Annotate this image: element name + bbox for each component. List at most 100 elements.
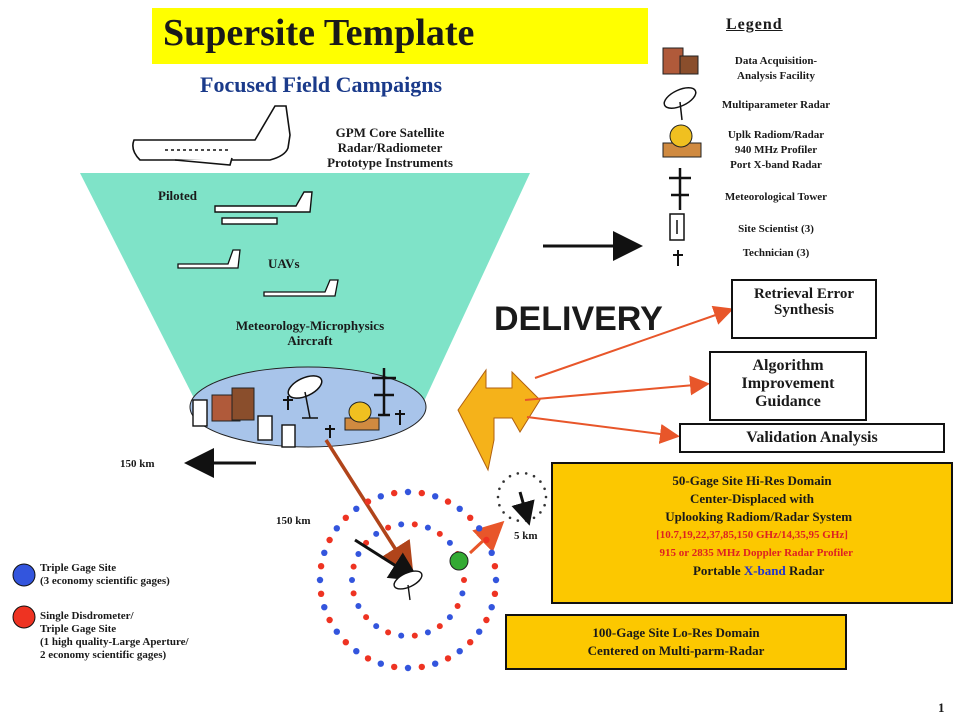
gage-dot xyxy=(456,648,463,655)
gage-dot xyxy=(317,590,325,597)
gage-dot xyxy=(446,539,453,546)
radiometer-icon xyxy=(344,401,380,431)
page-title: Supersite Template xyxy=(163,12,475,54)
uavs-label: UAVs xyxy=(268,256,300,271)
gage50-text: 50-Gage Site Hi-Res Domain xyxy=(672,473,832,488)
gage-dot xyxy=(404,488,412,496)
gage-dot xyxy=(436,530,443,537)
legend-scientist-icon xyxy=(669,213,685,241)
gage50-text:  Portable X-band Radar xyxy=(553,562,951,580)
delivery-arrow xyxy=(457,368,541,472)
gage-dot xyxy=(467,639,474,646)
retrieval-error-box: Retrieval Error Synthesis xyxy=(731,279,877,339)
gage-dot xyxy=(454,603,461,609)
uav-2-icon xyxy=(263,279,339,297)
gage-dot xyxy=(483,616,490,624)
gage-dot xyxy=(342,639,349,646)
gage50-box: 50-Gage Site Hi-Res Domain Center-Displa… xyxy=(551,462,953,604)
gage-dot xyxy=(432,660,439,667)
gage-dot xyxy=(333,525,340,532)
piloted-label: Piloted xyxy=(158,188,197,203)
gage-dot xyxy=(424,629,431,636)
gage100-text: Centered on Multi-parm-Radar xyxy=(587,643,765,658)
note-text: (3 economy scientific gages) xyxy=(40,575,170,587)
page-number: 1 xyxy=(938,700,945,715)
legend-heading: Legend xyxy=(726,16,783,33)
gage-dot xyxy=(446,614,453,621)
gage-dot xyxy=(321,549,328,556)
satellite-label: GPM Core Satellite Radar/Radiometer Prot… xyxy=(300,125,480,170)
gage50-text: Center-Displaced with xyxy=(689,491,815,506)
legend-tower-icon xyxy=(669,168,691,210)
legend-text: Port X-band Radar xyxy=(730,159,822,171)
gage-dot xyxy=(363,614,370,621)
gage50-text-part: Radar xyxy=(779,563,824,578)
scale-label-left: 150 km xyxy=(120,458,155,470)
satellite-label-line: Prototype Instruments xyxy=(327,155,453,170)
gage-dot xyxy=(543,487,546,491)
gage-inner-ring xyxy=(349,521,467,639)
box-text: Retrieval Error xyxy=(753,286,855,302)
box-text: Algorithm xyxy=(752,357,824,374)
legend-radiometer-icon xyxy=(662,124,702,158)
gage-dot xyxy=(349,577,355,583)
gage-dot xyxy=(488,549,495,556)
gage-dot xyxy=(508,474,512,478)
gage-dot xyxy=(424,524,431,531)
gage100-text: 100-Gage Site Lo-Res Domain xyxy=(592,625,760,640)
cargo-plane-icon xyxy=(214,191,313,225)
gage-dot xyxy=(456,505,463,512)
note-text: Triple Gage Site xyxy=(40,623,117,635)
gage-dot xyxy=(516,519,520,522)
gage-dot xyxy=(508,516,512,520)
box-text: Synthesis xyxy=(773,302,835,318)
gage-dot xyxy=(350,590,357,597)
technician-icon xyxy=(283,396,405,438)
satellite-label-line: GPM Core Satellite xyxy=(335,125,445,140)
legend-technician-icon xyxy=(673,250,683,266)
radar-dish-icon xyxy=(287,375,323,419)
gage-dot xyxy=(532,516,536,520)
gage-dot xyxy=(391,663,398,671)
note-text: 2 economy scientific gages) xyxy=(40,649,167,661)
met-label-line: Meteorology-Microphysics xyxy=(235,318,385,333)
legend-item-tower: Meteorological Tower xyxy=(724,191,828,203)
gage-dot xyxy=(543,503,546,507)
gage-dot xyxy=(476,525,483,532)
box-text: Improvement xyxy=(741,375,835,392)
gage-dot xyxy=(373,530,380,537)
arrow-retrieval xyxy=(534,305,734,379)
gage50-text: [10.7,19,22,37,85,150 GHz/14,35,95 GHz] xyxy=(656,529,848,541)
page-subtitle: Focused Field Campaigns xyxy=(200,72,443,97)
gage-dot xyxy=(385,524,392,531)
algorithm-guidance-box: Algorithm Improvement Guidance xyxy=(709,351,867,421)
gage-dot xyxy=(488,604,495,611)
airliner-icon xyxy=(132,105,291,166)
note-text: Single Disdrometer/ xyxy=(40,610,134,622)
gage50-text:  Uplooking Radiom/Radar System xyxy=(652,509,852,524)
legend-item-radar: Multiparameter Radar xyxy=(721,99,831,111)
gage-dot xyxy=(539,511,542,514)
gage-dot xyxy=(491,563,499,570)
legend-building-icon xyxy=(662,47,699,75)
gage-dot xyxy=(502,480,505,483)
scale-label-small: 5 km xyxy=(514,530,538,542)
gage-dot xyxy=(498,487,501,491)
gage-dot xyxy=(483,536,490,544)
gage-dot xyxy=(353,648,360,655)
gage-dot xyxy=(398,632,405,639)
gage-dot xyxy=(411,632,418,639)
gage-dot xyxy=(342,514,349,521)
note-text: Triple Gage Site xyxy=(40,562,117,574)
gage-dot xyxy=(461,577,467,583)
legend-item-facility: Data Acquisition- Analysis Facility xyxy=(706,54,846,84)
triple-gage-legend: Triple Gage Site (3 economy scientific g… xyxy=(40,562,170,588)
ring-scale-arrow xyxy=(354,538,421,582)
gage-dot xyxy=(544,495,548,499)
gage-dot xyxy=(364,655,372,662)
gage-outer-ring xyxy=(316,488,500,672)
legend-text: 940 MHz Profiler xyxy=(734,144,818,156)
gage-dot xyxy=(492,576,500,584)
legend-radar-dish-icon xyxy=(663,87,697,121)
gage-dot xyxy=(524,472,528,475)
